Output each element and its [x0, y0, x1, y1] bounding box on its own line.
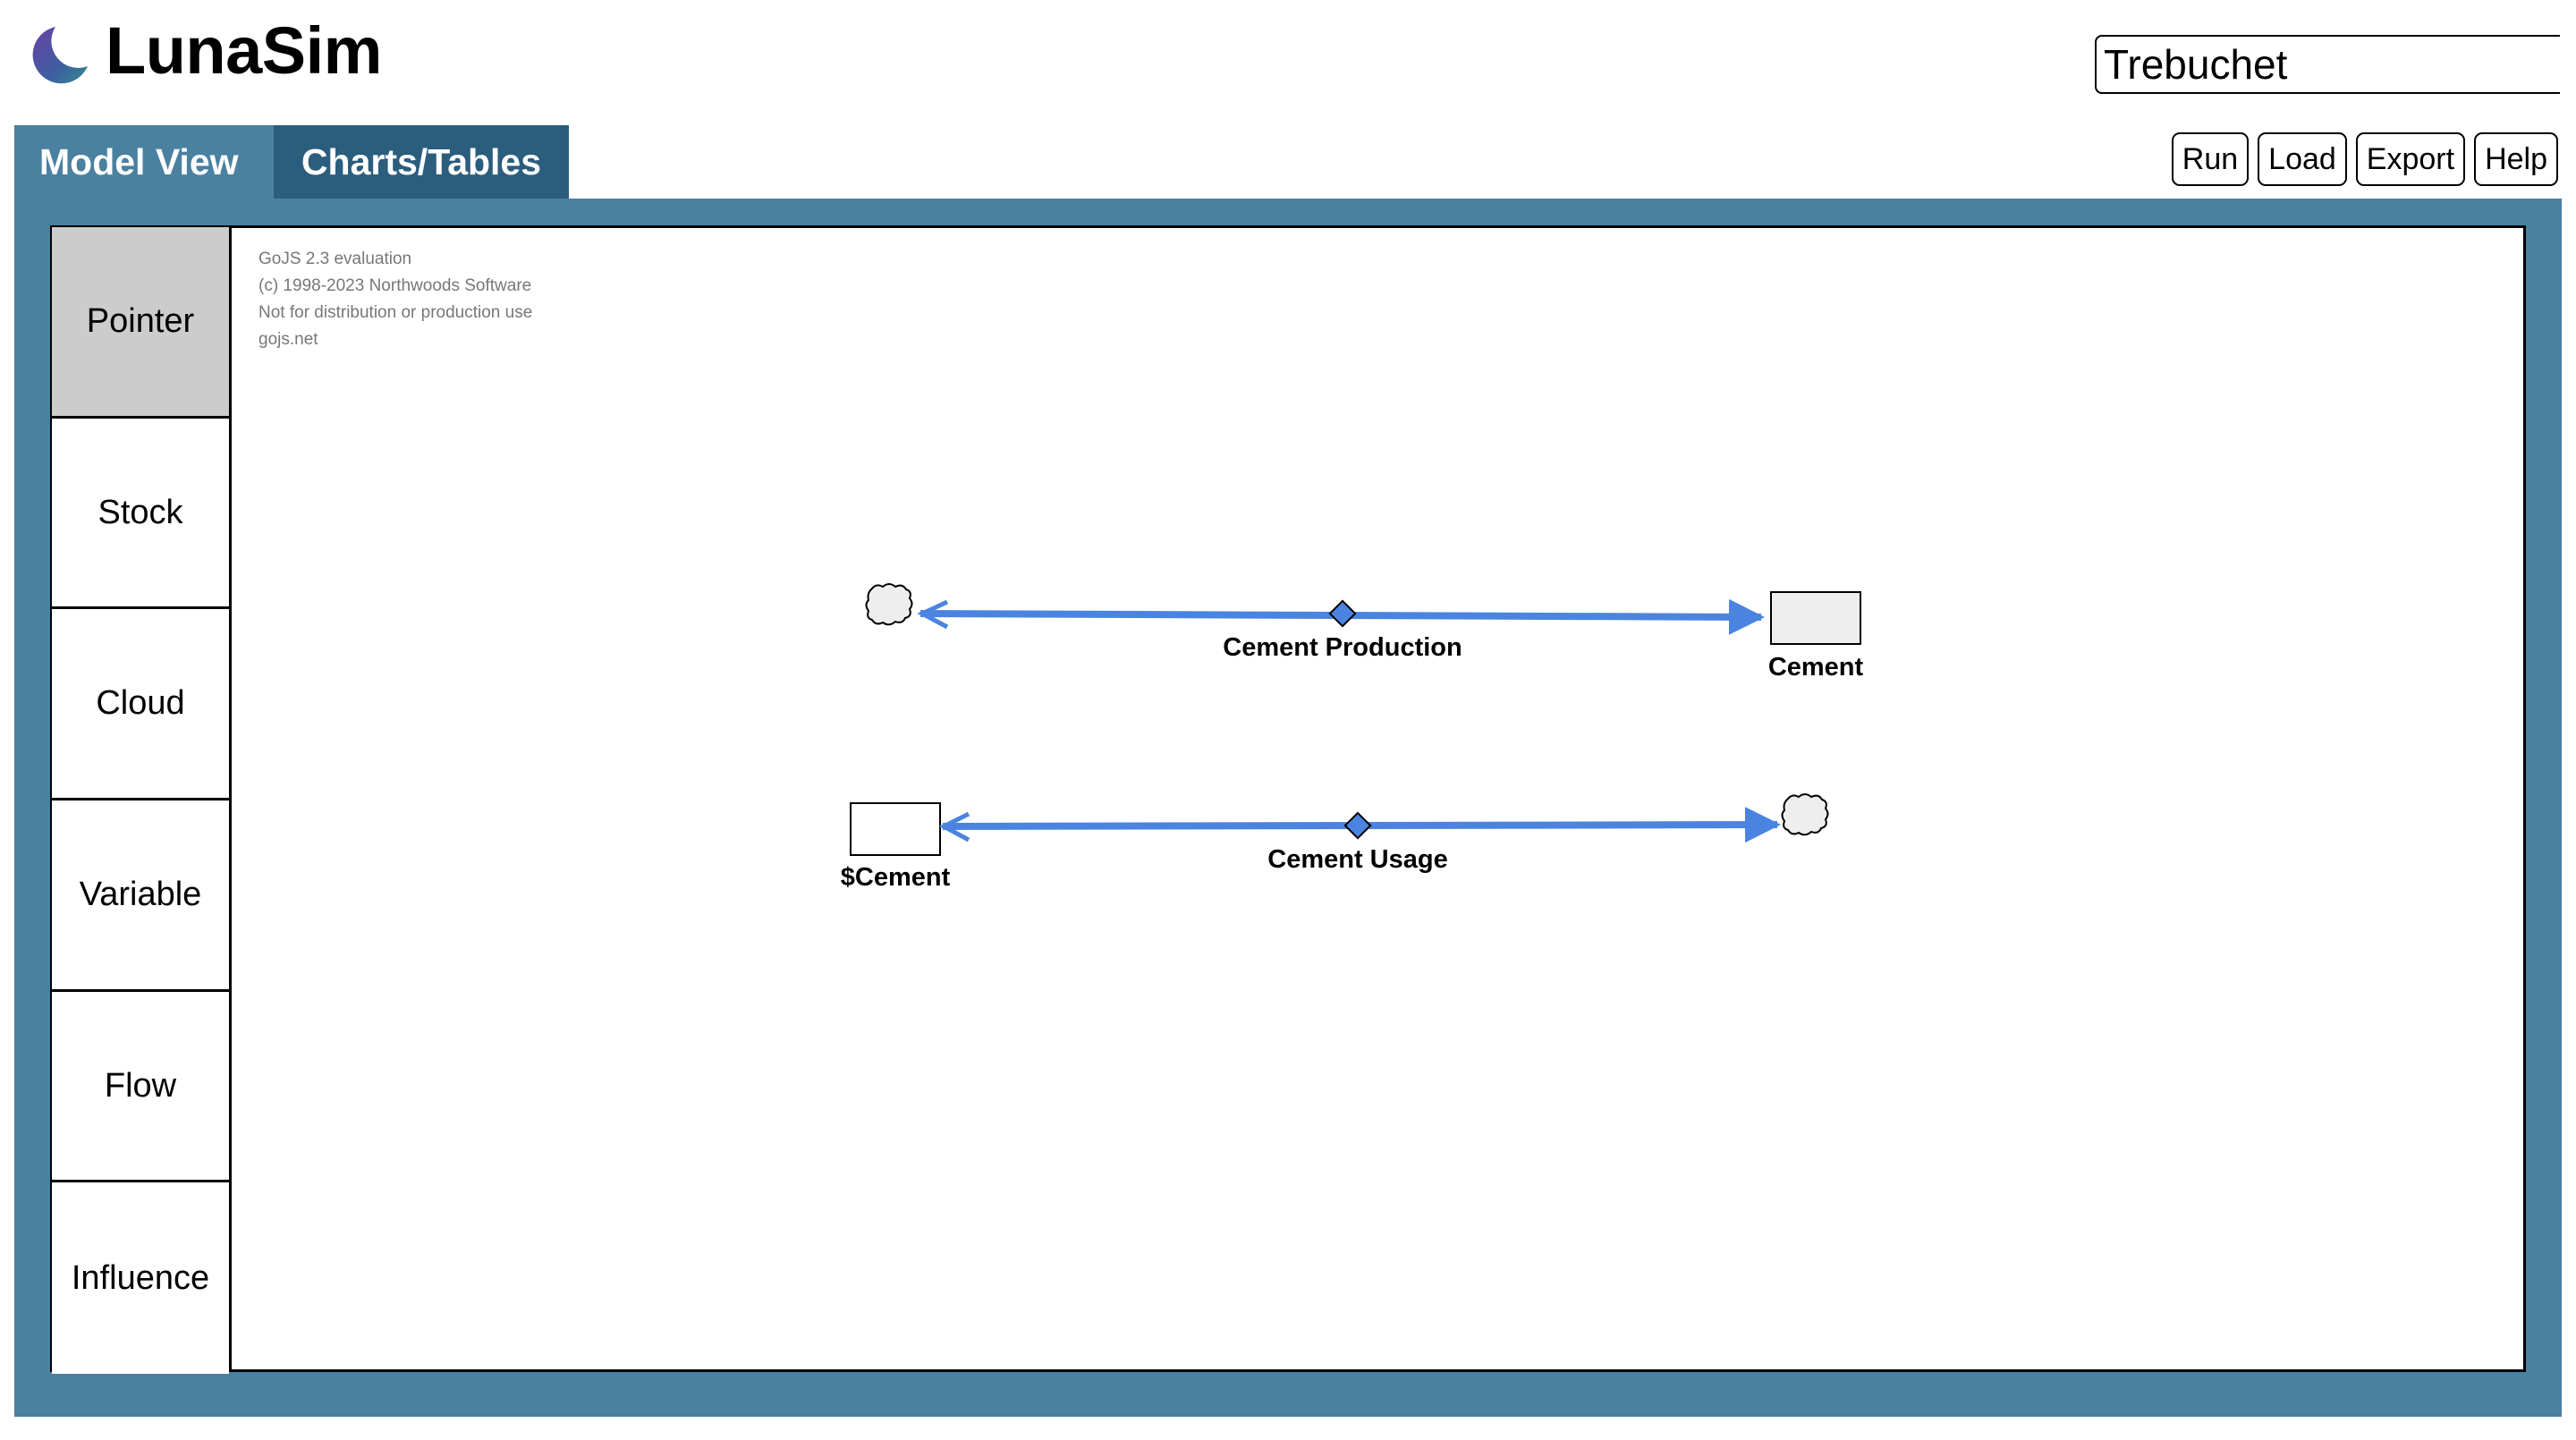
palette-item-pointer[interactable]: Pointer — [52, 227, 229, 419]
stock-label: Cement — [1768, 653, 1864, 682]
flow-open-arrow-icon — [938, 811, 970, 843]
diagram-svg: Cement Production Cement $Cement Cement … — [841, 583, 1864, 892]
stock-label: $Cement — [841, 863, 951, 892]
flow-label: Cement Usage — [1267, 845, 1447, 874]
app-header: LunaSim — [0, 0, 2576, 125]
load-button[interactable]: Load — [2258, 132, 2347, 186]
run-button[interactable]: Run — [2171, 132, 2250, 186]
watermark-line: GoJS 2.3 evaluation — [258, 250, 412, 268]
help-button[interactable]: Help — [2474, 132, 2558, 186]
model-name-input[interactable] — [2095, 35, 2560, 94]
tab-charts-tables[interactable]: Charts/Tables — [274, 125, 569, 199]
app-title: LunaSim — [106, 13, 382, 88]
flow-cement-usage[interactable]: Cement Usage — [938, 793, 1829, 874]
flow-cement-production[interactable]: Cement Production — [865, 583, 1765, 662]
cloud-icon[interactable] — [1781, 793, 1829, 836]
flow-label: Cement Production — [1223, 633, 1462, 662]
flow-open-arrow-icon — [917, 599, 949, 630]
palette-item-flow[interactable]: Flow — [52, 991, 229, 1183]
model-view-panel: Pointer Stock Cloud Variable Flow Influe… — [14, 199, 2562, 1417]
evaluation-watermark: GoJS 2.3 evaluation (c) 1998-2023 Northw… — [258, 246, 532, 353]
cloud-icon[interactable] — [865, 583, 913, 626]
stock-cement[interactable]: Cement — [1768, 591, 1864, 682]
toolbar-actions: Run Load Export Help — [2171, 132, 2558, 186]
stock-box[interactable] — [1770, 591, 1861, 645]
palette-item-influence[interactable]: Influence — [52, 1182, 229, 1375]
watermark-line: Not for distribution or production use — [258, 303, 533, 322]
export-button[interactable]: Export — [2355, 132, 2466, 186]
stock-dollar-cement[interactable]: $Cement — [841, 802, 951, 892]
stock-box[interactable] — [850, 802, 941, 856]
diagram-canvas[interactable]: GoJS 2.3 evaluation (c) 1998-2023 Northw… — [229, 225, 2526, 1372]
view-tabs: Model View Charts/Tables — [14, 125, 569, 199]
flow-valve-icon[interactable] — [1343, 811, 1372, 840]
tab-model-view[interactable]: Model View — [14, 125, 274, 199]
crescent-moon-icon — [32, 27, 88, 84]
palette-item-stock[interactable]: Stock — [52, 418, 229, 610]
flow-valve-icon[interactable] — [1328, 599, 1357, 628]
tool-palette: Pointer Stock Cloud Variable Flow Influe… — [50, 225, 229, 1375]
watermark-line: gojs.net — [258, 330, 318, 349]
palette-item-variable[interactable]: Variable — [52, 800, 229, 992]
watermark-line: (c) 1998-2023 Northwoods Software — [258, 276, 532, 295]
palette-item-cloud[interactable]: Cloud — [52, 609, 229, 801]
